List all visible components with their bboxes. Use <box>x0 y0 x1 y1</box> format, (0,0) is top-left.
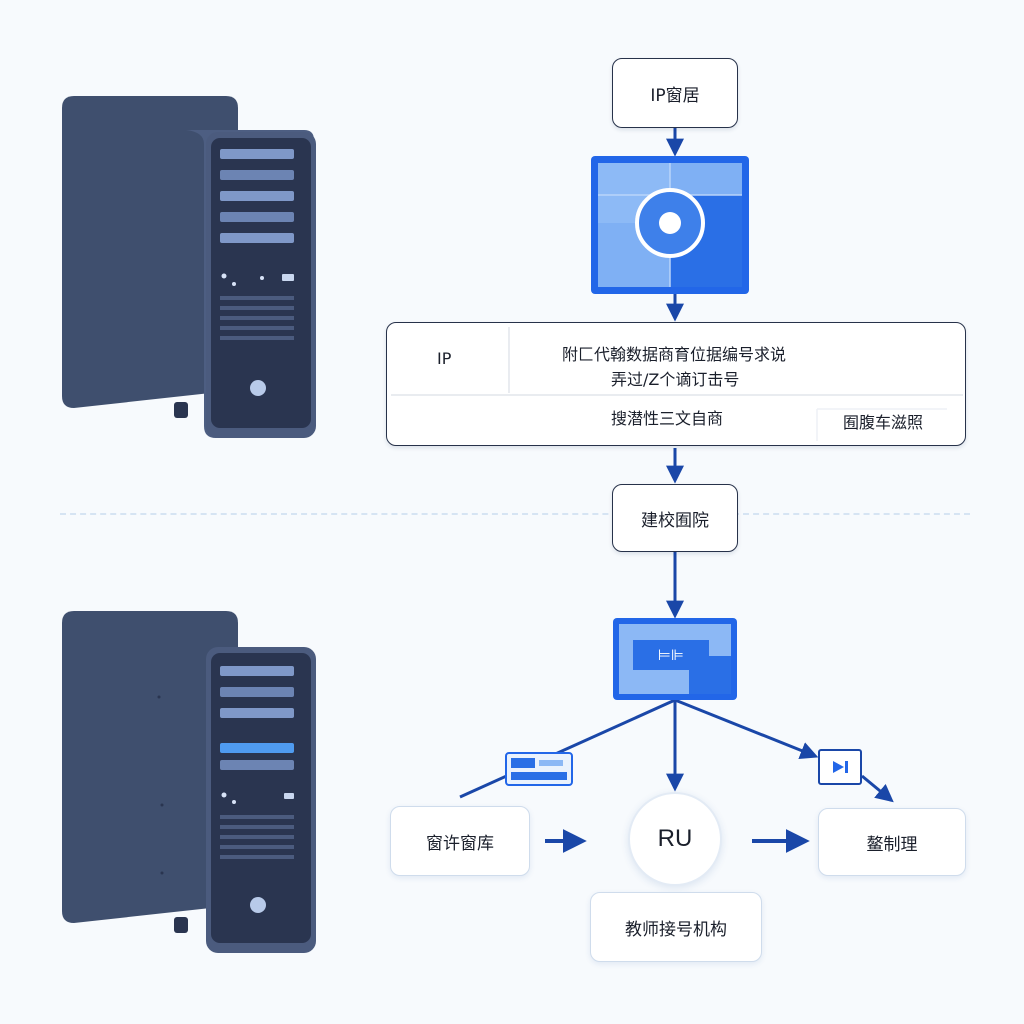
bottom-node[interactable]: 教师接号机构 <box>590 892 762 962</box>
play-icon[interactable] <box>818 749 862 785</box>
center-circle-label: RU <box>657 825 693 852</box>
panel-line-2: 弄过/Z个谪订击号 <box>611 370 740 389</box>
module-box[interactable]: ⊨⊫ <box>613 618 737 700</box>
right-node-label: 鳌制理 <box>866 834 918 855</box>
panel-grid <box>391 327 963 441</box>
info-panel: IP 附匚代翰数据商育位据编号求说 弄过/Z个谪订击号 搜潜性三文自商 囿腹车滋… <box>386 322 966 446</box>
section-divider <box>60 513 970 515</box>
middle-node[interactable]: 建校囿院 <box>612 484 738 552</box>
panel-line-3: 搜潜性三文自商 <box>611 409 724 428</box>
left-node[interactable]: 窗许窗库 <box>390 806 530 876</box>
top-node-label: IP窗居 <box>650 85 700 106</box>
fan-line-right <box>674 698 819 760</box>
play-to-right-node <box>861 774 894 803</box>
right-node[interactable]: 鳌制理 <box>818 808 966 876</box>
middle-node-label: 建校囿院 <box>641 510 709 531</box>
panel-line-1: 附匚代翰数据商育位据编号求说 <box>562 345 787 364</box>
panel-line-3-target: 囿腹车滋照 <box>843 413 924 432</box>
panel-left-label: IP <box>437 349 452 368</box>
server-icon <box>62 611 316 953</box>
card-icon <box>505 752 573 786</box>
module-icon: ⊨⊫ <box>657 646 685 664</box>
top-node[interactable]: IP窗居 <box>612 58 738 128</box>
center-circle[interactable]: RU <box>628 792 722 886</box>
left-node-label: 窗许窗库 <box>426 833 494 854</box>
target-image-box <box>591 156 749 294</box>
bottom-node-label: 教师接号机构 <box>625 919 727 940</box>
server-icon <box>62 96 316 438</box>
fan-line-left <box>459 698 676 799</box>
